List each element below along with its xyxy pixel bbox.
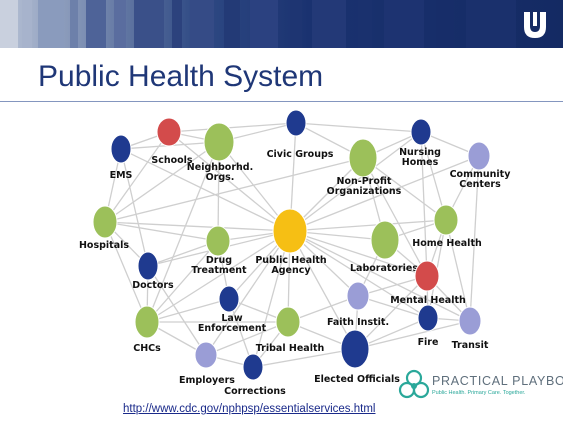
edge-agency-transit (289, 230, 471, 322)
edge-doctors-employers (147, 265, 207, 356)
edge-neighborhood-hospitals (104, 141, 220, 223)
title-divider (0, 101, 563, 102)
node-label-civic: Civic Groups (267, 149, 334, 160)
node-drug (205, 225, 231, 257)
edge-agency-schools (168, 131, 291, 232)
edge-nonprofit-hospitals (104, 157, 364, 223)
edge-nonprofit-mental (362, 157, 428, 277)
edge-agency-community (289, 155, 480, 232)
edge-civic-nursing (295, 122, 422, 133)
edge-agency-corrections (252, 230, 291, 368)
node-transit (458, 306, 482, 336)
edge-community-transit (469, 155, 480, 322)
interlocking-rings-icon (398, 369, 430, 399)
node-label-corrections: Corrections (224, 386, 286, 397)
edge-neighborhood-chcs (146, 141, 220, 323)
node-ems (110, 134, 132, 164)
edge-agency-employers (205, 230, 291, 356)
edge-law-chcs (146, 298, 230, 323)
edge-ems-doctors (120, 148, 149, 267)
node-mental (414, 260, 440, 292)
edge-nursing-homehealth (420, 131, 447, 221)
brand-name: PRACTICAL PLAYBOOK (432, 374, 563, 388)
node-chcs (134, 305, 160, 339)
node-homehealth (433, 204, 459, 236)
university-shield-icon (524, 12, 546, 38)
edge-faith-fire (357, 295, 429, 319)
edge-agency-elected (289, 230, 356, 350)
edge-schools-hospitals (104, 131, 170, 223)
edge-mental-elected (354, 275, 428, 350)
edge-nonprofit-homehealth (362, 157, 447, 221)
edge-drug-chcs (146, 240, 219, 323)
edge-agency-chcs (146, 230, 291, 323)
node-civic (285, 109, 307, 137)
edge-agency-homehealth (289, 219, 447, 232)
edge-hospitals-drug (104, 221, 219, 242)
node-law (218, 285, 240, 313)
node-label-faith: Faith Instit. (327, 317, 389, 328)
practical-playbook-brand: PRACTICAL PLAYBOOK Public Health. Primar… (398, 369, 563, 403)
node-label-homehealth: Home Health (412, 238, 482, 249)
node-elected (340, 329, 370, 369)
node-label-labs: Laboratories (350, 263, 418, 274)
edge-agency-ems (120, 148, 291, 232)
node-fire (417, 304, 439, 332)
node-hospitals (92, 205, 118, 239)
node-tribal (275, 306, 301, 338)
node-label-elected: Elected Officials (314, 374, 400, 385)
node-label-mental: Mental Health (390, 295, 466, 306)
node-label-tribal: Tribal Health (256, 343, 325, 354)
node-employers (194, 341, 218, 369)
edge-corrections-elected (252, 348, 356, 368)
node-doctors (137, 251, 159, 281)
edge-schools-civic (168, 122, 297, 133)
node-label-schools: Schools (151, 155, 193, 166)
node-label-neighborhood: Neighborhd.Orgs. (187, 162, 253, 183)
header-banner (0, 0, 563, 48)
edge-tribal-employers (205, 321, 289, 356)
edge-agency-fire (289, 230, 429, 319)
node-labs (370, 220, 400, 260)
node-label-fire: Fire (418, 337, 439, 348)
edge-agency-hospitals (104, 221, 291, 232)
edge-agency-mental (289, 230, 428, 277)
edge-hospitals-chcs (104, 221, 148, 323)
node-label-doctors: Doctors (132, 280, 174, 291)
node-label-hospitals: Hospitals (79, 240, 129, 251)
source-link[interactable]: http://www.cdc.gov/nphpsp/essentialservi… (123, 403, 376, 415)
node-faith (346, 281, 370, 311)
node-label-transit: Transit (452, 340, 489, 351)
node-neighborhood (203, 122, 235, 162)
node-corrections (242, 353, 264, 381)
node-nonprofit (348, 138, 378, 178)
node-label-ems: EMS (110, 170, 133, 181)
brand-tagline: Public Health. Primary Care. Together. (432, 390, 526, 396)
node-community (467, 141, 491, 171)
edge-homehealth-transit (445, 219, 471, 322)
node-nursing (410, 118, 432, 146)
slide-title: Public Health System (38, 60, 324, 93)
node-label-employers: Employers (179, 375, 235, 386)
edge-agency-nursing (289, 131, 422, 232)
node-schools (156, 117, 182, 147)
node-agency (272, 208, 308, 254)
edge-elected-transit (354, 320, 471, 350)
node-label-chcs: CHCs (133, 343, 161, 354)
